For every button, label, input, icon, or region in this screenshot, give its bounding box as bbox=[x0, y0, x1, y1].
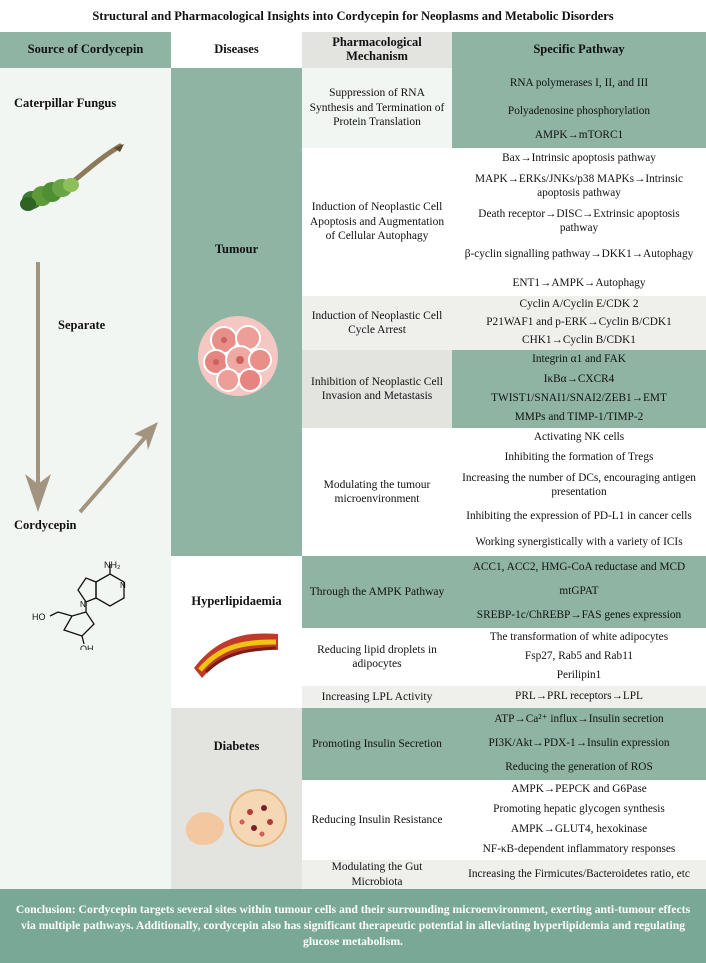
tumour-cells-illustration bbox=[198, 316, 278, 396]
header-diseases: Diseases bbox=[171, 32, 302, 68]
cordycepin-structure: NH₂ N N HO OH bbox=[32, 560, 126, 650]
pathway-item: AMPK→GLUT4, hexokinase bbox=[510, 823, 648, 836]
pathway-item: ACC1, ACC2, HMG-CoA reductase and MCD bbox=[472, 561, 686, 574]
pathway-item: ATP→Ca²⁺ influx→Insulin secretion bbox=[494, 713, 664, 726]
pathway-group-rna: RNA polymerases I, II, and III Polyadeno… bbox=[452, 68, 706, 148]
pathway-group-invasion: Integrin α1 and FAK IκBα→CXCR4 TWIST1/SN… bbox=[452, 350, 706, 428]
pathway-group-lipid: The transformation of white adipocytes F… bbox=[452, 628, 706, 686]
pathway-item: Inhibiting the expression of PD-L1 in ca… bbox=[466, 510, 692, 523]
pathway-item: SREBP-1c/ChREBP→FAS genes expression bbox=[476, 609, 682, 622]
pathway-item: Cyclin A/Cyclin E/CDK 2 bbox=[519, 298, 639, 311]
separate-arrow bbox=[25, 262, 51, 512]
pathway-item: PI3K/Akt→PDX-1→Insulin expression bbox=[488, 737, 670, 750]
mechanism-insulin-resistance: Reducing Insulin Resistance bbox=[302, 780, 452, 860]
ring-n-label: N bbox=[80, 600, 86, 609]
pathway-group-lpl: PRL→PRL receptors→LPL bbox=[452, 686, 706, 708]
pancreas-illustration bbox=[185, 789, 287, 847]
disease-tumour: Tumour bbox=[171, 68, 302, 556]
amine-label: NH₂ bbox=[104, 560, 121, 570]
pathway-item: AMPK→mTORC1 bbox=[534, 129, 624, 142]
pathway-item: NF-κB-dependent inflammatory responses bbox=[482, 843, 676, 856]
pathway-item: Working synergistically with a variety o… bbox=[475, 536, 683, 549]
pathway-group-ampk: ACC1, ACC2, HMG-CoA reductase and MCD mt… bbox=[452, 556, 706, 628]
pathway-item: Reducing the generation of ROS bbox=[505, 761, 653, 774]
pathway-item: β-cyclin signalling pathway→DKK1→Autopha… bbox=[464, 248, 694, 261]
pathway-group-cell-cycle: Cyclin A/Cyclin E/CDK 2 P21WAF1 and p-ER… bbox=[452, 296, 706, 350]
source-separate-label: Separate bbox=[58, 318, 106, 332]
figure-title: Structural and Pharmacological Insights … bbox=[0, 0, 706, 32]
header-mechanism: Pharmacological Mechanism bbox=[302, 32, 452, 68]
pathway-item: MAPK→ERKs/JNKs/p38 MAPKs→Intrinsic apopt… bbox=[474, 173, 684, 199]
source-fungus-label: Caterpillar Fungus bbox=[14, 96, 117, 110]
pathway-group-insulin-resistance: AMPK→PEPCK and G6Pase Promoting hepatic … bbox=[452, 780, 706, 860]
oh-label: OH bbox=[80, 644, 94, 650]
pathway-item: Promoting hepatic glycogen synthesis bbox=[493, 803, 665, 816]
pathway-item: P21WAF1 and p-ERK→Cyclin B/CDK1 bbox=[486, 316, 672, 329]
pathway-item: Fsp27, Rab5 and Rab11 bbox=[524, 650, 634, 663]
pathway-group-insulin-secretion: ATP→Ca²⁺ influx→Insulin secretion PI3K/A… bbox=[452, 708, 706, 780]
pathway-item: CHK1→Cyclin B/CDK1 bbox=[522, 334, 636, 347]
mechanism-cell-cycle-arrest: Induction of Neoplastic Cell Cycle Arres… bbox=[302, 296, 452, 350]
header-pathway: Specific Pathway bbox=[452, 32, 706, 68]
pathway-item: Bax→Intrinsic apoptosis pathway bbox=[502, 152, 656, 165]
pathway-item: Increasing the number of DCs, encouragin… bbox=[462, 472, 696, 498]
pathway-item: Death receptor→DISC→Extrinsic apoptosis … bbox=[478, 208, 680, 234]
pathway-item: Perilipin1 bbox=[556, 669, 602, 682]
pathway-item: ENT1→AMPK→Autophagy bbox=[512, 277, 646, 290]
blood-vessel-illustration bbox=[194, 633, 278, 678]
mechanism-gut-microbiota: Modulating the Gut Microbiota bbox=[302, 860, 452, 889]
pathway-item: TWIST1/SNAI1/SNAI2/ZEB1→EMT bbox=[491, 391, 667, 404]
ho-label: HO bbox=[32, 612, 46, 622]
pathway-item: AMPK→PEPCK and G6Pase bbox=[511, 783, 647, 796]
source-cordycepin-label: Cordycepin bbox=[14, 518, 77, 532]
header-source: Source of Cordycepin bbox=[0, 32, 171, 68]
pathway-item: MMPs and TIMP-1/TIMP-2 bbox=[514, 411, 644, 424]
disease-diabetes: Diabetes bbox=[171, 708, 302, 889]
disease-hyperlipidaemia: Hyperlipidaemia bbox=[171, 556, 302, 708]
mechanism-lipid-droplets: Reducing lipid droplets in adipocytes bbox=[302, 628, 452, 686]
conclusion-banner: Conclusion: Cordycepin targets several s… bbox=[0, 889, 706, 963]
pathway-group-gut: Increasing the Firmicutes/Bacteroidetes … bbox=[452, 860, 706, 889]
mechanism-insulin-secretion: Promoting Insulin Secretion bbox=[302, 708, 452, 780]
mechanism-invasion-metastasis: Inhibition of Neoplastic Cell Invasion a… bbox=[302, 350, 452, 428]
pathway-item: IκBα→CXCR4 bbox=[543, 372, 615, 385]
pathway-item: Integrin α1 and FAK bbox=[532, 353, 626, 366]
pathway-item: PRL→PRL receptors→LPL bbox=[515, 690, 643, 703]
caterpillar-fungus-illustration bbox=[20, 143, 124, 211]
mechanism-apoptosis-autophagy: Induction of Neoplastic Cell Apoptosis a… bbox=[302, 148, 452, 296]
pathway-group-microenvironment: Activating NK cells Inhibiting the forma… bbox=[452, 428, 706, 556]
pathway-item: The transformation of white adipocytes bbox=[489, 631, 669, 644]
ring-n-label: N bbox=[120, 581, 126, 590]
to-tumour-arrow bbox=[78, 422, 158, 514]
pathway-group-apoptosis: Bax→Intrinsic apoptosis pathway MAPK→ERK… bbox=[452, 148, 706, 296]
mechanism-tumour-microenvironment: Modulating the tumour microenvironment bbox=[302, 428, 452, 556]
pathway-item: Increasing the Firmicutes/Bacteroidetes … bbox=[468, 867, 690, 880]
pathway-item: mtGPAT bbox=[559, 585, 599, 598]
pathway-item: RNA polymerases I, II, and III bbox=[509, 77, 649, 90]
mechanism-rna-suppression: Suppression of RNA Synthesis and Termina… bbox=[302, 68, 452, 148]
pathway-item: Activating NK cells bbox=[533, 431, 625, 444]
mechanism-ampk-pathway: Through the AMPK Pathway bbox=[302, 556, 452, 628]
pathway-item: Polyadenosine phosphorylation bbox=[507, 105, 651, 118]
pathway-item: Inhibiting the formation of Tregs bbox=[504, 451, 654, 464]
mechanism-lpl-activity: Increasing LPL Activity bbox=[302, 686, 452, 708]
